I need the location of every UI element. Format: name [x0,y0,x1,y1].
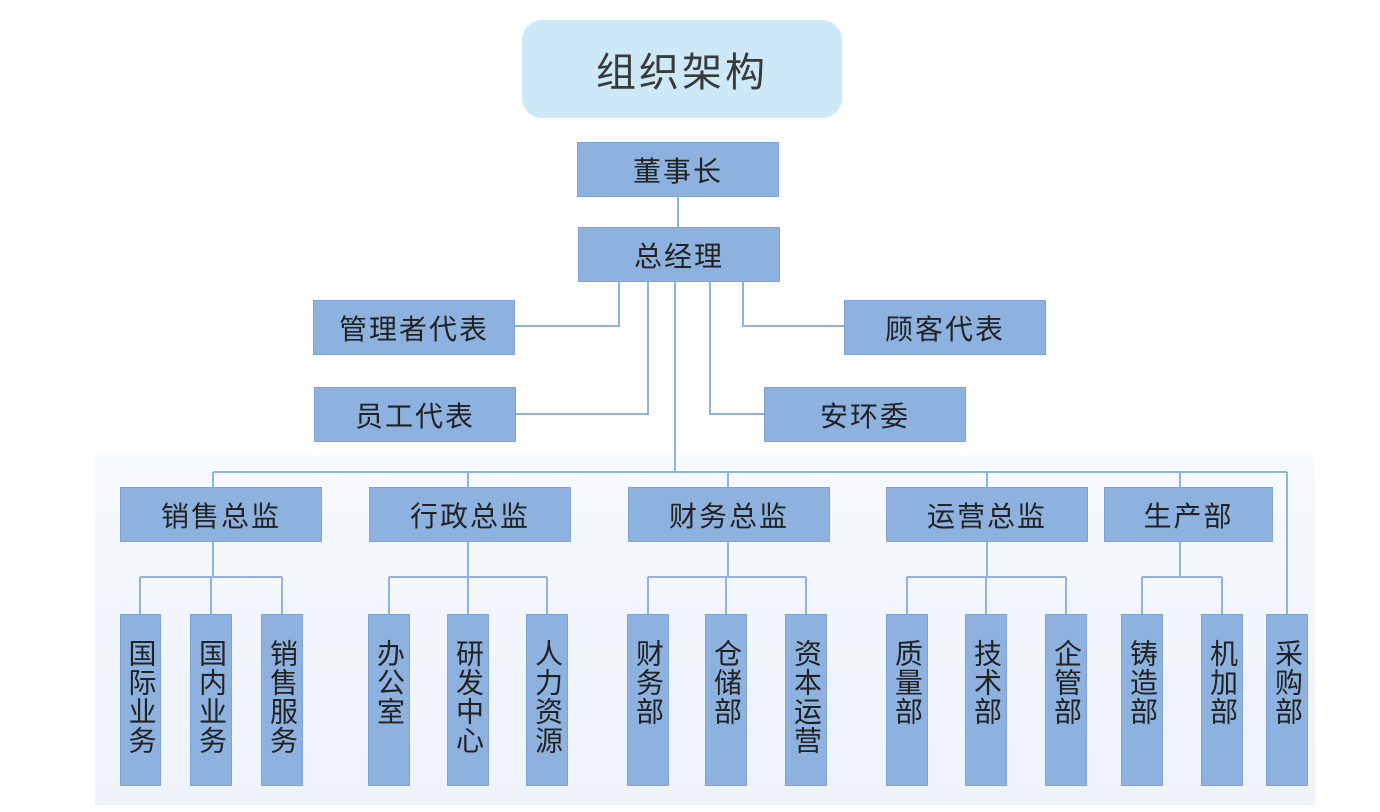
dept-box: 企管部 [1045,614,1087,786]
dept-box: 机加部 [1201,614,1243,786]
dept-box: 销售服务 [261,614,303,786]
dept-label: 财务部 [632,639,665,726]
dept-label: 国内业务 [195,639,228,755]
dept-box: 办公室 [368,614,410,786]
customer-rep-box: 顾客代表 [844,300,1046,355]
dept-box: 研发中心 [447,614,489,786]
dept-box: 国内业务 [190,614,232,786]
safety-committee-box: 安环委 [764,387,966,442]
dept-box-purchasing: 采购部 [1266,614,1308,786]
dept-label: 仓储部 [710,639,743,726]
management-rep-box: 管理者代表 [313,300,515,355]
dept-label: 研发中心 [452,639,485,755]
dept-box: 质量部 [886,614,928,786]
dept-label: 质量部 [891,639,924,726]
dept-box: 技术部 [965,614,1007,786]
director-box-operations: 运营总监 [886,487,1088,542]
director-box-production: 生产部 [1104,487,1273,542]
employee-rep-box: 员工代表 [314,387,516,442]
chairman-box: 董事长 [577,142,779,197]
dept-box: 资本运营 [785,614,827,786]
director-box-sales: 销售总监 [120,487,322,542]
dept-label: 办公室 [373,639,406,726]
dept-label: 国际业务 [124,639,158,755]
director-box-admin: 行政总监 [369,487,571,542]
dept-label: 资本运营 [790,639,823,755]
dept-label: 机加部 [1206,639,1239,726]
dept-label: 铸造部 [1126,639,1159,726]
dept-box: 人力资源 [526,614,568,786]
page-title: 组织架构 [522,20,842,118]
dept-box: 财务部 [627,614,669,786]
dept-box: 铸造部 [1121,614,1163,786]
dept-label: 销售服务 [266,639,299,755]
director-box-finance: 财务总监 [628,487,830,542]
dept-label: 人力资源 [531,639,564,755]
general-manager-box: 总经理 [578,227,780,282]
dept-box: 国际业务 [120,614,161,786]
dept-label: 采购部 [1271,639,1304,726]
dept-label: 企管部 [1050,639,1083,726]
dept-box: 仓储部 [705,614,747,786]
dept-label: 技术部 [970,639,1003,726]
